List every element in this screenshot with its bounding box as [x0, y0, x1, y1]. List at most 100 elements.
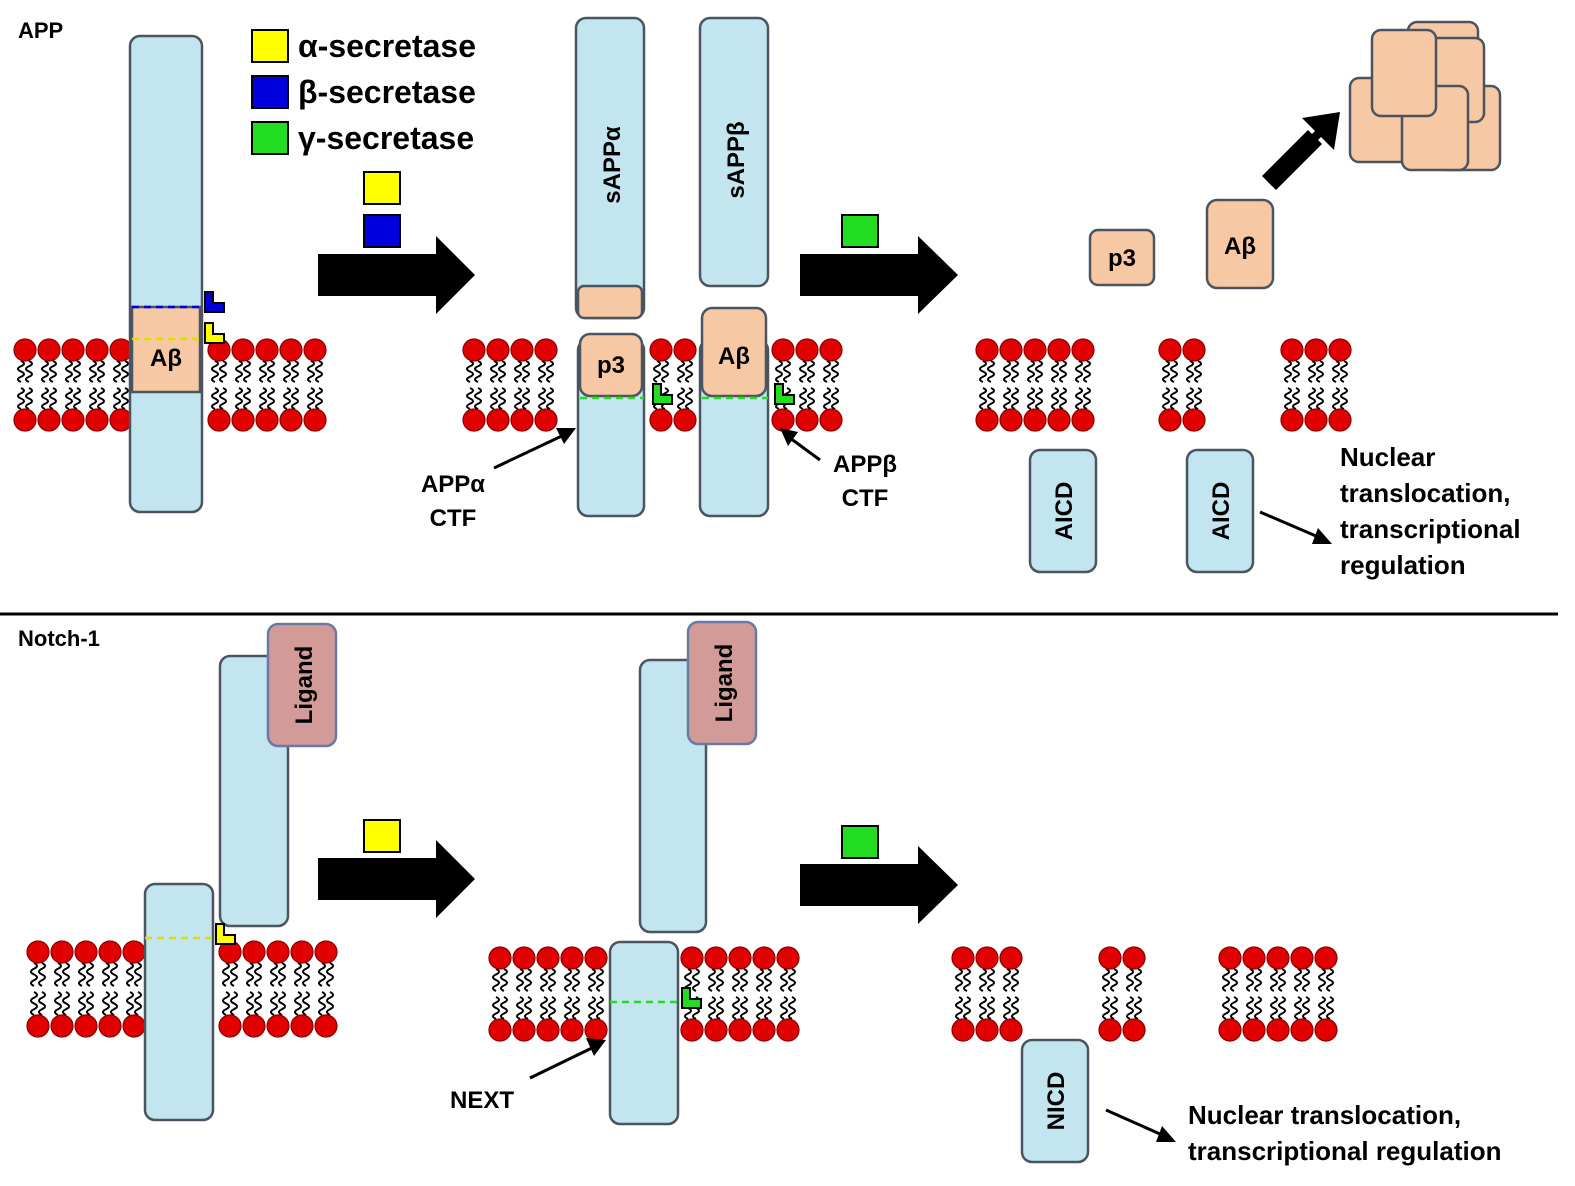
lipid-tail	[538, 387, 546, 410]
lipid-tail	[1003, 996, 1011, 1020]
lipid-head	[13, 338, 37, 362]
lipid-tail	[756, 996, 764, 1020]
lipid-tail	[963, 968, 971, 992]
lipid-head	[1266, 946, 1290, 970]
lipid-tail	[987, 996, 995, 1020]
notch-gamma-step-icon	[841, 825, 879, 859]
lipid-tail	[1051, 387, 1059, 410]
aicd-fragment-2	[1185, 448, 1255, 574]
lipid-head	[37, 338, 61, 362]
lipid-head	[673, 338, 697, 362]
lipid-head	[795, 408, 819, 432]
app-step2-arrow-icon	[800, 236, 958, 314]
lipid-tail	[246, 991, 254, 1016]
lipid-head	[50, 1014, 74, 1038]
lipid-tail	[677, 387, 685, 410]
lipid-head	[584, 1018, 608, 1042]
app-beta-ctf-pointer-head	[780, 428, 798, 446]
lipid-head	[975, 338, 999, 362]
lipid-tail	[692, 968, 700, 992]
lipid-head	[1280, 338, 1304, 362]
lipid-head	[122, 1014, 146, 1038]
lipid-head	[704, 946, 728, 970]
lipid-tail	[110, 962, 118, 987]
lipid-head	[673, 408, 697, 432]
lipid-tail	[756, 968, 764, 992]
app-alpha-ctf-label-line2: CTF	[430, 505, 477, 532]
lipid-tail	[326, 991, 334, 1016]
lipid-tail	[73, 387, 81, 410]
lipid-head	[728, 1018, 752, 1042]
lipid-tail	[17, 360, 25, 383]
lipid-tail	[1075, 360, 1083, 383]
lipid-head	[1328, 338, 1352, 362]
lipid-tail	[65, 360, 73, 383]
lipid-tail	[764, 968, 772, 992]
lipid-tail	[564, 968, 572, 992]
lipid-head	[776, 1018, 800, 1042]
lipid-head	[1182, 408, 1206, 432]
app-alpha-ctf-pointer-head	[556, 428, 576, 444]
lipid-head	[1242, 1018, 1266, 1042]
aicd-fragment-1	[1028, 448, 1098, 574]
lipid-tail	[1230, 996, 1238, 1020]
lipid-tail	[243, 387, 251, 410]
sapp-alpha-label: sAPPα	[599, 126, 626, 204]
lipid-tail	[1308, 387, 1316, 410]
lipid-tail	[278, 991, 286, 1016]
lipid-head	[1023, 408, 1047, 432]
lipid-head	[1122, 946, 1146, 970]
lipid-tail	[1316, 387, 1324, 410]
lipid-head	[61, 338, 85, 362]
lipid-tail	[211, 387, 219, 410]
lipid-tail	[1083, 387, 1091, 410]
lipid-head	[1071, 408, 1095, 432]
lipid-head	[1290, 1018, 1314, 1042]
lipid-head	[771, 338, 795, 362]
lipid-tail	[516, 968, 524, 992]
lipid-tail	[955, 968, 963, 992]
lipid-tail	[65, 387, 73, 410]
notch-step2-arrow-icon	[800, 846, 958, 924]
lipid-head	[74, 940, 98, 964]
ligand-1	[266, 622, 338, 748]
lipid-head	[26, 940, 50, 964]
lipid-head	[1314, 946, 1338, 970]
lipid-tail	[17, 387, 25, 410]
lipid-tail	[514, 387, 522, 410]
lipid-tail	[41, 360, 49, 383]
lipid-head	[975, 1018, 999, 1042]
lipid-tail	[30, 991, 38, 1016]
lipid-tail	[1134, 996, 1142, 1020]
gamma-secretase-enzyme-icon-alpha	[652, 383, 673, 405]
lipid-head	[752, 946, 776, 970]
lipid-head	[999, 946, 1023, 970]
lipid-head	[255, 338, 279, 362]
lipid-tail	[86, 991, 94, 1016]
nicd-outcome-line1: Nuclear translocation,	[1188, 1100, 1461, 1130]
lipid-tail	[259, 360, 267, 383]
p3-region	[578, 332, 644, 398]
lipid-tail	[546, 360, 554, 383]
released-abeta-label: Aβ	[1224, 233, 1256, 260]
lipid-head	[1280, 408, 1304, 432]
lipid-tail	[291, 387, 299, 410]
lipid-tail	[987, 387, 995, 410]
lipid-head	[1158, 408, 1182, 432]
full-length-app: Aβ	[128, 34, 225, 514]
lipid-tail	[110, 991, 118, 1016]
lipid-head	[752, 1018, 776, 1042]
gamma-secretase-step-icon	[841, 214, 879, 248]
lipid-head	[536, 946, 560, 970]
lipid-tail	[243, 360, 251, 383]
lipid-tail	[1075, 387, 1083, 410]
lipid-tail	[270, 962, 278, 987]
aggregation-arrow-shaft	[1262, 130, 1322, 190]
lipid-tail	[267, 387, 275, 410]
lipid-head	[218, 1014, 242, 1038]
sapp-alpha-fragment: sAPPα	[574, 16, 646, 320]
lipid-tail	[1186, 387, 1194, 410]
sapp-alpha-tail	[576, 284, 644, 320]
lipid-tail	[1126, 968, 1134, 992]
